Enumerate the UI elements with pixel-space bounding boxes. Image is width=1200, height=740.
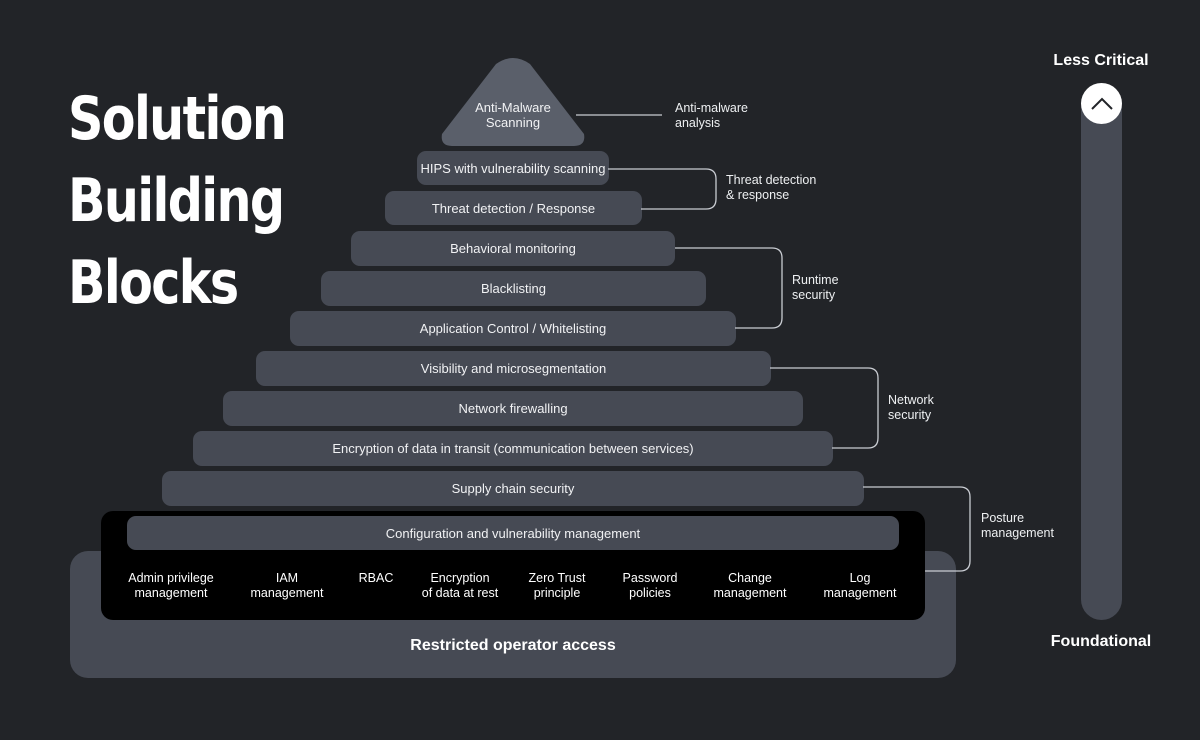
- item-line: management: [134, 586, 208, 600]
- item-line: IAM: [275, 571, 299, 585]
- item-line: RBAC: [358, 571, 394, 585]
- group-label-anti-malware: Anti-malware analysis: [675, 101, 748, 131]
- config-bar: Configuration and vulnerability manageme…: [127, 516, 899, 550]
- item-line: Encryption: [430, 571, 490, 585]
- group-line: security: [792, 288, 836, 302]
- item-line: principle: [533, 586, 581, 600]
- connector-threat-detection: [608, 168, 717, 210]
- layer-supply-chain: Supply chain security: [162, 471, 864, 506]
- layer-visibility: Visibility and microsegmentation: [256, 351, 771, 386]
- page-title: Solution Building Blocks: [68, 78, 287, 324]
- foundation-item-change: Change management: [714, 571, 787, 601]
- apex-line-2: Scanning: [485, 115, 541, 130]
- foundation-item-log: Log management: [824, 571, 897, 601]
- group-line: analysis: [675, 116, 721, 130]
- group-line: Runtime: [792, 273, 839, 287]
- foundation-item-rbac: RBAC: [359, 571, 394, 586]
- item-line: management: [823, 586, 897, 600]
- group-line: Posture: [981, 511, 1025, 525]
- item-line: management: [250, 586, 324, 600]
- apex-line-1: Anti-Malware: [475, 100, 551, 115]
- group-label-posture: Posture management: [981, 511, 1054, 541]
- chevron-up-icon: [1090, 97, 1113, 110]
- group-line: security: [888, 408, 932, 422]
- group-label-runtime: Runtime security: [792, 273, 839, 303]
- pyramid-apex: Anti-Malware Scanning: [440, 58, 586, 146]
- item-line: Change: [728, 571, 772, 585]
- base-label: Restricted operator access: [410, 637, 616, 654]
- connector-runtime: [675, 247, 783, 329]
- item-line: Zero Trust: [528, 571, 586, 585]
- apex-shape: [441, 58, 585, 146]
- group-line: Anti-malware: [675, 101, 748, 115]
- layer-encryption-transit: Encryption of data in transit (communica…: [193, 431, 833, 466]
- scale-knob: [1081, 83, 1122, 124]
- apex-label: Anti-Malware Scanning: [440, 100, 586, 130]
- foundation-item-password: Password policies: [623, 571, 678, 601]
- item-line: Log: [849, 571, 871, 585]
- scale-bottom-label: Foundational: [1050, 633, 1152, 650]
- layer-application-control: Application Control / Whitelisting: [290, 311, 736, 346]
- group-label-threat-detection: Threat detection & response: [726, 173, 816, 203]
- item-line: management: [713, 586, 787, 600]
- group-line: & response: [726, 188, 790, 202]
- foundation-item-zero-trust: Zero Trust principle: [529, 571, 586, 601]
- foundation-item-admin-privilege: Admin privilege management: [128, 571, 213, 601]
- foundation-item-encryption-at-rest: Encryption of data at rest: [422, 571, 498, 601]
- item-line: Admin privilege: [128, 571, 214, 585]
- group-line: Network: [888, 393, 934, 407]
- connector-posture: [863, 486, 971, 572]
- layer-network-firewalling: Network firewalling: [223, 391, 803, 426]
- layer-threat-detection: Threat detection / Response: [385, 191, 642, 225]
- foundation-item-iam: IAM management: [251, 571, 324, 601]
- title-line-1: Solution: [68, 84, 287, 154]
- scale-track: [1081, 86, 1122, 620]
- layer-blacklisting: Blacklisting: [321, 271, 706, 306]
- layer-behavioral-monitoring: Behavioral monitoring: [351, 231, 675, 266]
- title-line-2: Building: [68, 166, 285, 236]
- group-label-network: Network security: [888, 393, 934, 423]
- layer-hips: HIPS with vulnerability scanning: [417, 151, 609, 185]
- item-line: Password: [622, 571, 678, 585]
- item-line: of data at rest: [421, 586, 499, 600]
- group-line: Threat detection: [726, 173, 817, 187]
- item-line: policies: [629, 586, 671, 600]
- group-line: management: [981, 526, 1054, 540]
- title-line-3: Blocks: [68, 248, 239, 318]
- connector-network: [770, 367, 879, 449]
- scale-top-label: Less Critical: [1053, 52, 1149, 69]
